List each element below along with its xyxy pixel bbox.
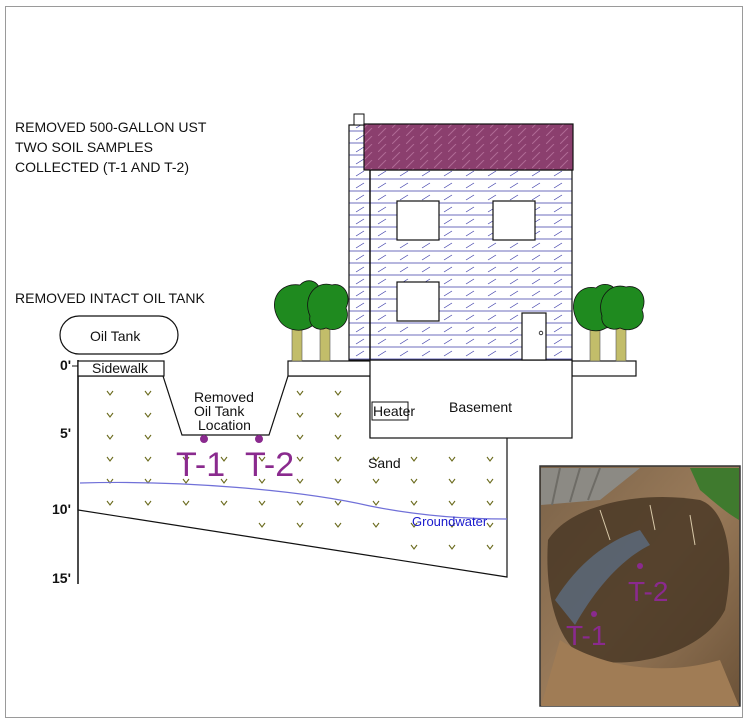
soil-tick: [296, 456, 304, 462]
soil-tick: [144, 412, 152, 418]
t1-label: T-1: [176, 446, 225, 484]
soil-tick: [372, 456, 380, 462]
soil-tick: [486, 500, 494, 506]
soil-tick: [220, 478, 228, 484]
soil-tick: [334, 522, 342, 528]
soil-tick: [448, 522, 456, 528]
soil-tick: [372, 500, 380, 506]
groundwater-label: Groundwater: [412, 514, 488, 529]
soil-tick: [410, 456, 418, 462]
t2-label: T-2: [245, 446, 294, 484]
excavation-photo: T-2 T-1: [539, 465, 741, 707]
note-line-1: REMOVED 500-GALLON UST: [15, 119, 207, 135]
window-upper-left: [396, 200, 440, 241]
soil-tick: [334, 390, 342, 396]
basement-label: Basement: [449, 399, 512, 415]
groundwater-line: [79, 481, 508, 520]
depth-15: 15': [52, 570, 71, 586]
photo-t1-label: T-1: [566, 620, 606, 651]
soil-tick: [106, 500, 114, 506]
soil-tick: [448, 478, 456, 484]
photo-t2-label: T-2: [628, 576, 668, 607]
soil-tick: [296, 390, 304, 396]
photo-t1-point: [591, 611, 597, 617]
soil-tick: [410, 478, 418, 484]
soil-tick: [182, 500, 190, 506]
soil-tick: [296, 412, 304, 418]
sidewalk-slab: [77, 360, 165, 377]
oil-tank-label: Oil Tank: [90, 328, 141, 344]
heater-box: [371, 401, 409, 421]
soil-tick: [106, 456, 114, 462]
soil-tick: [144, 390, 152, 396]
soil-tick: [258, 500, 266, 506]
depth-5: 5': [60, 425, 71, 441]
t1-sample-point: [200, 435, 208, 443]
soil-tick: [182, 478, 190, 484]
door: [521, 312, 547, 361]
soil-tick: [486, 478, 494, 484]
soil-tick: [144, 434, 152, 440]
soil-tick: [296, 500, 304, 506]
soil-tick: [258, 522, 266, 528]
soil-tick: [334, 434, 342, 440]
figure-border: [5, 6, 743, 718]
door-knob: [538, 330, 544, 336]
soil-tick: [334, 478, 342, 484]
window-lower: [396, 281, 440, 322]
removed-location-label-2: Oil Tank: [194, 403, 245, 419]
note-line-3: COLLECTED (T-1 AND T-2): [15, 159, 189, 175]
soil-tick: [334, 500, 342, 506]
soil-tick: [486, 522, 494, 528]
note-line-2: TWO SOIL SAMPLES: [15, 139, 153, 155]
soil-tick: [106, 390, 114, 396]
soil-tick: [258, 456, 266, 462]
soil-tick: [410, 544, 418, 550]
soil-tick: [410, 500, 418, 506]
depth-0: 0': [60, 357, 71, 373]
soil-tick: [334, 456, 342, 462]
soil-texture: [106, 390, 494, 550]
sidewalk-label: Sidewalk: [92, 360, 149, 376]
window-upper-right: [492, 200, 536, 241]
soil-tick: [448, 500, 456, 506]
chimney-cap: [353, 113, 365, 126]
soil-tick: [296, 478, 304, 484]
soil-tick: [448, 544, 456, 550]
soil-tick: [448, 456, 456, 462]
depth-10: 10': [52, 501, 71, 517]
soil-tick: [144, 456, 152, 462]
heater-label: Heater: [373, 403, 415, 419]
soil-tick: [372, 522, 380, 528]
soil-tick: [144, 500, 152, 506]
ground-slab: [287, 360, 373, 377]
soil-tick: [220, 500, 228, 506]
soil-tick: [106, 434, 114, 440]
soil-tick: [258, 478, 266, 484]
basement: [369, 359, 573, 439]
sand-label: Sand: [368, 455, 401, 471]
soil-tick: [486, 456, 494, 462]
soil-tick: [182, 456, 190, 462]
yard-slab: [571, 360, 637, 377]
removed-location-label-1: Removed: [194, 389, 254, 405]
note-removed-tank: REMOVED INTACT OIL TANK: [15, 290, 205, 306]
removed-location-label-3: Location: [198, 417, 251, 433]
trees-right: [573, 284, 645, 362]
soil-tick: [410, 522, 418, 528]
soil-tick: [486, 544, 494, 550]
t2-sample-point: [255, 435, 263, 443]
photo-t2-point: [637, 563, 643, 569]
soil-tick: [220, 456, 228, 462]
soil-tick: [372, 478, 380, 484]
soil-tick: [106, 412, 114, 418]
oil-tank-shape: [59, 315, 179, 355]
soil-tick: [296, 522, 304, 528]
soil-tick: [334, 412, 342, 418]
roof: [363, 123, 574, 171]
trees-left: [274, 280, 349, 362]
soil-tick: [296, 434, 304, 440]
